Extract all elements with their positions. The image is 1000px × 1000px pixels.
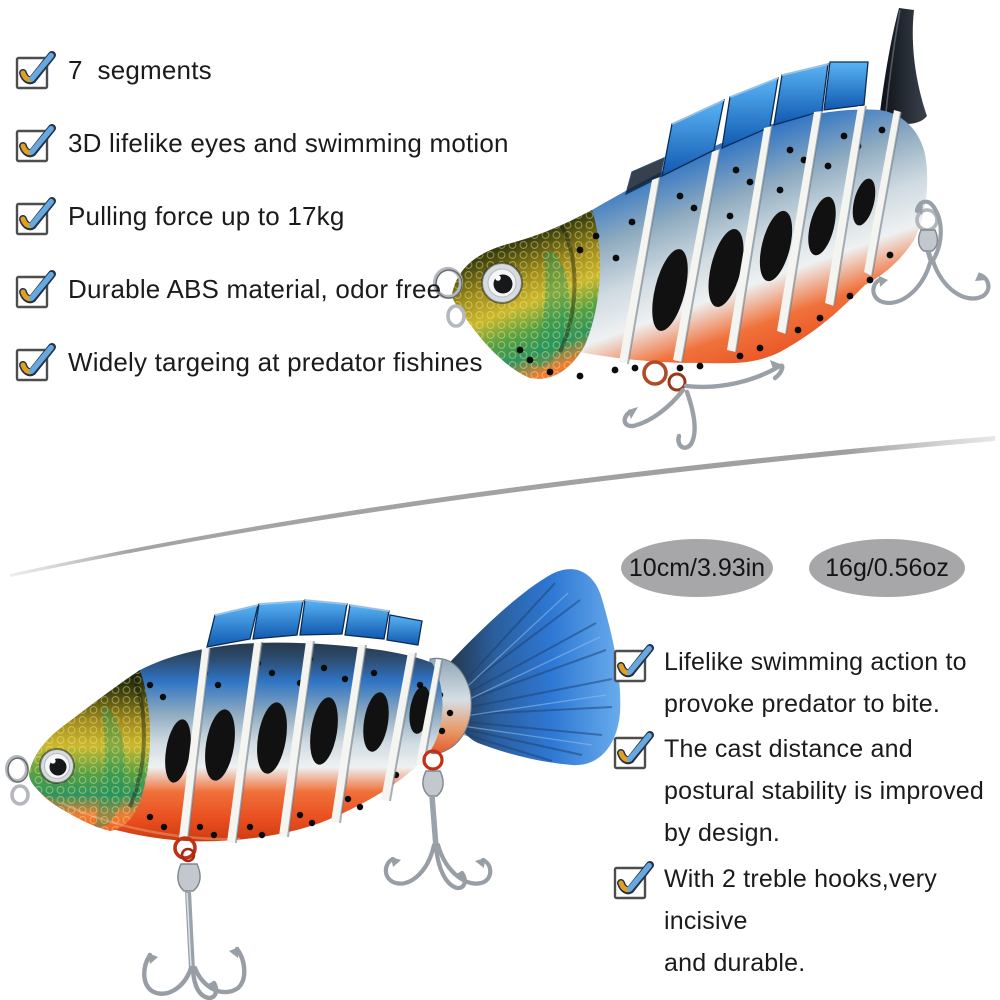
- belly-treble-hook: [622, 360, 785, 450]
- fish-eye: [39, 748, 75, 784]
- size-badge: 10cm/3.93in: [621, 539, 773, 597]
- feature-text-line: provoke predator to bite.: [664, 690, 940, 718]
- nose-split-ring: [432, 266, 466, 328]
- rear-treble-hook: [383, 749, 493, 891]
- feature-list-left: 7 segments 3D lifelike eyes and swimming…: [14, 48, 509, 413]
- list-item: With 2 treble hooks,very incisive and du…: [612, 858, 997, 984]
- feature-text-line: postural stability is improved: [664, 777, 985, 805]
- segment-markings: [165, 686, 431, 783]
- feature-text: Lifelike swimming action to provoke pred…: [664, 641, 967, 725]
- checkbox-checked-icon: [15, 270, 56, 309]
- fish-eye: [481, 262, 523, 304]
- feature-text: Pulling force up to 17kg: [68, 201, 345, 231]
- list-item: Widely targeing at predator fishines: [14, 340, 509, 384]
- nose-split-ring: [5, 755, 30, 806]
- feature-text: Widely targeing at predator fishines: [68, 347, 483, 377]
- rear-treble-hook: [871, 199, 991, 305]
- list-item: Lifelike swimming action to provoke pred…: [612, 641, 997, 725]
- feature-text-line: With 2 treble hooks,very incisive: [664, 865, 937, 935]
- feature-text-line: and durable.: [664, 949, 806, 977]
- list-item: Pulling force up to 17kg: [14, 194, 509, 238]
- checkbox-checked-icon: [15, 197, 56, 236]
- list-item: 3D lifelike eyes and swimming motion: [14, 121, 509, 165]
- dorsal-fin-plates: [624, 61, 869, 196]
- weight-badge-label: 16g/0.56oz: [825, 554, 949, 582]
- feature-text-line: by design.: [664, 819, 780, 847]
- feature-text: The cast distance and postural stability…: [664, 728, 984, 854]
- checkbox-checked-icon: [15, 124, 56, 163]
- checkbox-checked-icon: [15, 51, 56, 90]
- size-badge-label: 10cm/3.93in: [628, 554, 766, 582]
- segment-markings: [652, 178, 876, 331]
- checkbox-checked-icon: [613, 731, 654, 770]
- feature-text: With 2 treble hooks,very incisive and du…: [664, 858, 997, 984]
- list-item: The cast distance and postural stability…: [612, 728, 997, 854]
- tail-fin: [440, 569, 621, 766]
- feature-text: 3D lifelike eyes and swimming motion: [68, 128, 509, 158]
- list-item: Durable ABS material, odor free: [14, 267, 509, 311]
- feature-text-line: Lifelike swimming action to: [664, 648, 967, 676]
- feature-text-line: The cast distance and: [664, 735, 913, 763]
- checkbox-checked-icon: [613, 861, 654, 900]
- checkbox-checked-icon: [613, 644, 654, 683]
- segment-slits: [619, 105, 902, 365]
- feature-text: Durable ABS material, odor free: [68, 274, 442, 304]
- dorsal-fin-plates: [206, 599, 423, 648]
- lure-photo-top: [432, 8, 991, 450]
- lure-photo-bottom: [5, 569, 621, 1000]
- checkbox-checked-icon: [15, 343, 56, 382]
- list-item: 7 segments: [14, 48, 509, 92]
- weight-badge: 16g/0.56oz: [809, 539, 965, 597]
- tail-fin: [880, 8, 927, 124]
- feature-list-right: Lifelike swimming action to provoke pred…: [612, 641, 997, 987]
- front-treble-hook: [142, 836, 247, 1000]
- feature-text: 7 segments: [68, 55, 212, 85]
- segment-slits: [179, 640, 443, 844]
